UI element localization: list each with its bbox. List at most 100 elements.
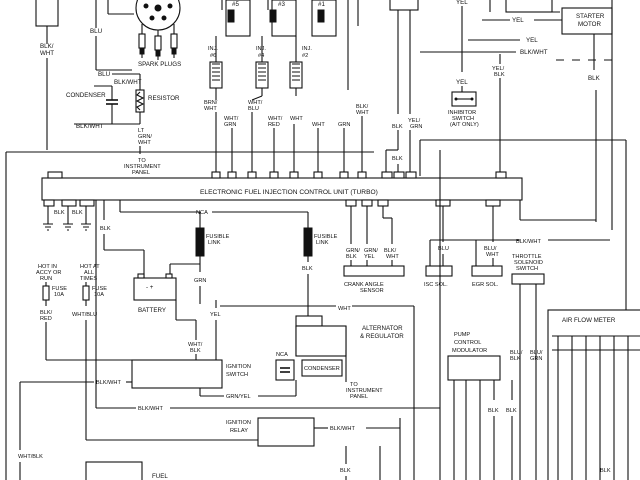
condenser-bottom-icon	[275, 359, 295, 381]
wire-label-blu-wht-1: BLU/	[484, 246, 497, 252]
hot-all-1: HOT AT	[80, 264, 100, 270]
wire-label-blu-grn-1: BLU/	[530, 350, 543, 356]
wire-label-blu-1: BLU	[90, 28, 102, 35]
hot-all-2: ALL	[84, 270, 94, 276]
wire-label-wht-grn-1: WHT/	[224, 116, 239, 122]
wire-label-yel-1: YEL	[456, 0, 468, 6]
wire-label-blk-wht-1a: BLK/	[40, 43, 54, 50]
ecu-terminals	[43, 171, 507, 207]
alternator	[295, 315, 347, 357]
wire-label-blk-5: BLK	[72, 210, 83, 216]
wire-label-blk-wht-5: WHT	[356, 110, 369, 116]
wire-label-wht-blk-1: WHT/	[188, 342, 203, 348]
egr-solenoid	[471, 265, 503, 277]
hot-accy-3: RUN	[40, 276, 52, 282]
alternator-label-2: & REGULATOR	[360, 333, 404, 340]
svg-text:INJ.: INJ.	[208, 46, 218, 52]
wire-label-blk-wht-1b: WHT	[40, 50, 54, 57]
wire-label-wht-1: WHT	[290, 116, 303, 122]
air-flow-meter-label: AIR FLOW METER	[562, 317, 616, 324]
wire-label-blk-9: BLK	[488, 408, 499, 414]
ignition-switch-label-1: IGNITION	[226, 364, 251, 370]
inhibitor-label-2: SWITCH	[452, 116, 474, 122]
wire-label-blu-2: BLU	[98, 71, 110, 78]
wire-label-blk-2: BLK	[392, 124, 403, 130]
throttle-label-1: THROTTLE	[512, 254, 542, 260]
hot-accy-2: ACCY OR	[36, 270, 61, 276]
wire-label-blk-red-1: BLK/	[40, 310, 53, 316]
wire-label-blu-grn-2: GRN	[530, 356, 542, 362]
isc-label: ISC SOL.	[424, 282, 448, 288]
ignition-relay-label-2: RELAY	[230, 428, 248, 434]
fusible1-label-1: FUSIBLE	[206, 234, 230, 240]
wire-label-blu-blk-1: BLU/	[510, 350, 523, 356]
wire-label-blk-wht-10: BLK/WHT	[96, 380, 121, 386]
wire-label-blk-10: BLK	[506, 408, 517, 414]
throttle-label-2: SOLENOID	[514, 260, 543, 266]
inhibitor-switch	[451, 91, 477, 107]
injector-4: #3 INJ. #4	[255, 0, 297, 96]
instrument-panel-bottom-3: PANEL	[350, 394, 368, 400]
wire-label-blk-wht-11: BLK/WHT	[138, 406, 163, 412]
battery-label: BATTERY	[138, 307, 166, 314]
crank-label-1: CRANK ANGLE	[344, 282, 384, 288]
hot-accy-1: HOT IN	[38, 264, 57, 270]
fusible2-label-1: FUSIBLE	[314, 234, 338, 240]
air-flow-meter	[547, 309, 640, 480]
wire-label-blu-blk-2: BLK	[510, 356, 521, 362]
instrument-panel-bottom-2: INSTRUMENT	[346, 388, 383, 394]
instrument-panel-top-1: TO	[138, 158, 146, 164]
svg-text:#5: #5	[232, 1, 239, 8]
wire-label-grn-yel-1: GRN/	[364, 248, 378, 254]
ecu-box	[41, 177, 523, 201]
fuse-icon	[42, 282, 50, 306]
fuse1-label-1: FUSE	[52, 286, 67, 292]
ecu-label: ELECTRONIC FUEL INJECTION CONTROL UNIT (…	[200, 189, 378, 196]
wire-label-grn-blk-1: GRN/	[346, 248, 360, 254]
svg-text:#4: #4	[258, 53, 264, 59]
wire-label-blk-11: BLK	[600, 468, 611, 474]
pump-label-3: MODULATOR	[452, 348, 487, 354]
fuse-icon	[82, 282, 90, 306]
instrument-panel-bottom-1: TO	[350, 382, 358, 388]
svg-text:INJ.: INJ.	[302, 46, 312, 52]
battery-polarity: - +	[146, 284, 154, 291]
ground-icon	[43, 223, 53, 231]
condenser-top-label: CONDENSER	[66, 92, 106, 99]
wire-label-blk-wht-3: BLK/WHT	[76, 123, 104, 130]
wire-label-wht-3: WHT	[338, 306, 351, 312]
crank-angle-sensor	[343, 265, 405, 277]
alternator-label-1: ALTERNATOR	[362, 325, 403, 332]
fuse1-label-2: 10A	[54, 292, 64, 298]
wire-label-blk-8: BLK	[340, 468, 351, 474]
starter-label-1: STARTER	[576, 13, 605, 20]
inhibitor-label-3: (A/T ONLY)	[450, 122, 479, 128]
wire-label-grn-2: GRN	[194, 278, 206, 284]
wire-label-brn-wht-2: WHT	[204, 106, 217, 112]
fusible1-label-2: LINK	[208, 240, 221, 246]
wire-label-yel-grn-2: GRN	[410, 124, 422, 130]
wire-label-yel-2: YEL	[456, 79, 468, 86]
wire-label-yel-4: YEL	[526, 37, 538, 44]
throttle-switch	[511, 273, 545, 285]
wire-label-lt-grn-1: LT	[138, 128, 145, 134]
wire-label-blk-6: BLK	[100, 226, 111, 232]
crank-label-2: SENSOR	[360, 288, 384, 294]
fusible2-label-2: LINK	[316, 240, 329, 246]
condenser-top-icon	[106, 92, 118, 124]
wire-label-yel-5: YEL	[210, 312, 221, 318]
fuel-pump-relay	[85, 461, 143, 480]
top-right-box	[505, 0, 553, 13]
instrument-panel-top-3: PANEL	[132, 170, 150, 176]
svg-text:#1: #1	[318, 1, 325, 8]
fusible-link-2	[303, 227, 313, 257]
wire-label-blk-wht-7: BLK/	[384, 248, 397, 254]
wire-label-blk-wht-6: BLK/WHT	[520, 49, 548, 56]
wire-label-yel-grn-1: YEL/	[408, 118, 421, 124]
ground-icon	[63, 223, 73, 231]
wire-label-grn-yel-2: YEL	[364, 254, 375, 260]
fuse2-label-1: FUSE	[92, 286, 107, 292]
egr-label: EGR SOL.	[472, 282, 499, 288]
spark-plug-icon	[138, 24, 146, 58]
